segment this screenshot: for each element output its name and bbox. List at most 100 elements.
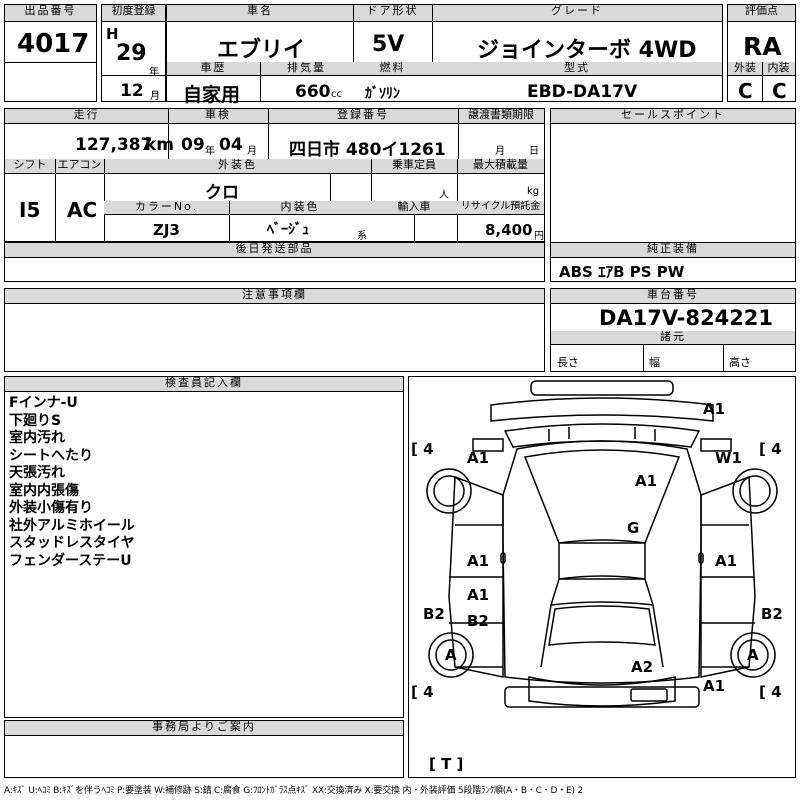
ext-color-label: 外装色 (104, 159, 371, 174)
tread-rl: [ 4 (411, 683, 434, 701)
inspector-line: 天張汚れ (9, 465, 65, 481)
inspector-line: シートへたり (9, 447, 93, 464)
length-label: 長さ (557, 356, 579, 369)
lot-number: 4017 (17, 29, 90, 59)
height-label: 高さ (729, 356, 751, 369)
inspector-line: スタッドレスタイヤ (9, 535, 135, 551)
equipment-value: ABS ｴｱB PS PW (559, 263, 685, 281)
aircon-value: AC (67, 198, 98, 222)
car-name-label: 車名 (167, 5, 353, 22)
reg-year: 29 (116, 41, 147, 66)
equipment-label: 純正装備 (551, 243, 795, 258)
ext-label: 外装 (728, 62, 762, 76)
office-label: 事務局よりご案内 (5, 721, 403, 736)
shift-label: シフト (5, 159, 55, 174)
insp-month: 04 (219, 135, 243, 155)
rear-bumper (504, 686, 700, 708)
mark-fr-fender: W1 (715, 449, 742, 467)
mark-l-quarter: B2 (423, 605, 445, 623)
insp-year: 09 (181, 135, 205, 155)
mark-r-door: A1 (715, 552, 738, 570)
max-load-unit: kg (527, 186, 540, 197)
spare-tire: [ T ] (429, 755, 464, 773)
mark-l-rear: A1 (467, 586, 490, 604)
inspector-line: フェンダーステーU (9, 552, 132, 569)
reg-month: 12 (120, 81, 144, 101)
int-label: 内装 (762, 62, 795, 76)
int-color-label: 内装色 (229, 201, 371, 215)
chassis-label: 車台番号 (551, 289, 795, 304)
reg-no-label: 登録番号 (268, 109, 458, 124)
model-label: 型式 (432, 62, 722, 76)
mark-l-rear2: B2 (467, 612, 489, 630)
ext-score: C (738, 79, 753, 103)
later-parts-label: 後日発送部品 (5, 243, 544, 258)
transfer-label: 譲渡書類期限 (458, 109, 544, 124)
int-score: C (772, 79, 787, 103)
score-cell: 評価点 RA 外装 内装 C C (727, 4, 796, 103)
sales-point-cell: セールスポイント (550, 108, 796, 258)
later-parts-cell: 後日発送部品 (4, 242, 545, 282)
roof (558, 542, 646, 580)
int-color-suffix: 系 (357, 231, 367, 242)
mark-rear: A2 (631, 658, 654, 676)
inspector-notes: Fインナ-U 下廻りS 室内汚れ シートへたり 天張汚れ 室内内張傷 外装小傷有… (9, 395, 135, 570)
score-value: RA (743, 32, 782, 61)
mileage-unit: km (145, 135, 175, 155)
notes-label: 注意事項欄 (5, 289, 544, 304)
mark-top-right: A1 (703, 400, 726, 418)
inspector-line: 室内内張傷 (9, 482, 79, 499)
transfer-month: 月 (495, 146, 505, 157)
mark-roof-front: A1 (635, 472, 658, 490)
tread-rr: [ 4 (759, 683, 782, 701)
width-label: 幅 (649, 356, 660, 369)
inspector-line: 社外アルミホイール (9, 517, 135, 534)
inspector-label: 検査員記入欄 (5, 377, 403, 392)
grade-label: グレード (432, 5, 722, 22)
mark-glass: G (627, 519, 640, 537)
hood (490, 397, 714, 422)
wheel-rl (428, 632, 474, 678)
first-reg-label: 初度登録 (102, 5, 165, 22)
recycle-label: リサイクル預託金 (457, 201, 544, 215)
displacement-value: 660 (295, 82, 331, 102)
mark-rear-right: A1 (703, 677, 726, 695)
capacity-unit: 人 (439, 190, 449, 201)
inspector-line: Fインナ-U (9, 395, 78, 411)
era: H (106, 25, 119, 43)
main-info-grid: 走行 車検 登録番号 譲渡書類期限 127,387 km 09 年 04 月 四… (4, 108, 545, 242)
wheel-fr (732, 468, 778, 514)
front-bumper (530, 380, 674, 396)
displacement-label: 排気量 (260, 62, 353, 76)
capacity-label: 乗車定員 (371, 159, 457, 174)
insp-month-unit: 月 (247, 146, 257, 157)
model-value: EBD-DA17V (527, 82, 638, 102)
inspector-line: 室内汚れ (9, 430, 65, 446)
car-diagram-cell: [ 4 [ 4 [ 4 [ 4 [ T ] A1 A1 W1 A1 G A1 A… (408, 376, 796, 778)
equipment-cell: 純正装備 ABS ｴｱB PS PW (550, 242, 796, 282)
mark-wheel-rl: A (445, 646, 457, 664)
legend: A:ｷｽﾞ U:ﾍｺﾐ B:ｷｽﾞを伴うﾍｺﾐ P:要塗装 W:補修跡 S:錆 … (4, 786, 583, 796)
door-type: 5V (372, 32, 405, 57)
year-unit: 年 (149, 67, 159, 78)
color-no-label: カラーNo. (104, 201, 229, 215)
specs-label: 諸元 (551, 331, 795, 345)
rear-glass (548, 605, 656, 646)
mileage-value: 127,387 (75, 135, 153, 155)
displacement-unit: cc (331, 89, 342, 100)
car-name: エブリイ (217, 38, 306, 63)
mark-l-door: A1 (467, 552, 490, 570)
door-label: ドア形状 (353, 5, 432, 22)
inspector-cell: 検査員記入欄 Fインナ-U 下廻りS 室内汚れ シートへたり 天張汚れ 室内内張… (4, 376, 404, 718)
import-label: 輸入車 (371, 201, 457, 215)
mileage-label: 走行 (5, 109, 168, 124)
fuel-label: 燃料 (353, 62, 432, 76)
notes-cell: 注意事項欄 (4, 288, 545, 372)
tread-fl: [ 4 (411, 440, 434, 458)
mark-fl-fender: A1 (467, 449, 490, 467)
chassis-number: DA17V-824221 (599, 306, 774, 330)
recycle-value: 8,400 (485, 221, 533, 239)
lot-label: 出品番号 (5, 5, 96, 22)
inspector-line: 外装小傷有り (9, 500, 93, 516)
sales-point-label: セールスポイント (551, 109, 795, 124)
